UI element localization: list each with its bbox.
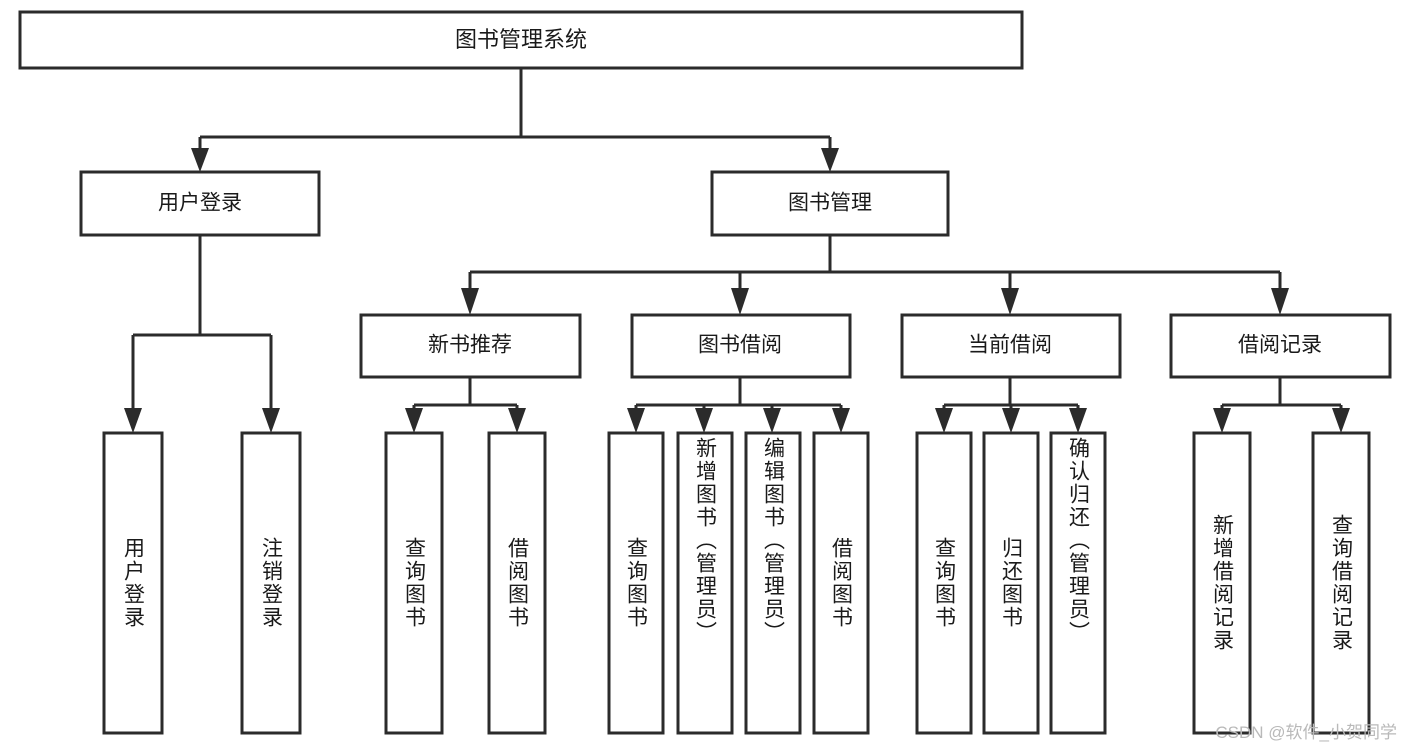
arrow-head-user-login-leaf1 <box>124 408 142 433</box>
arrow-head-current-borrow-l3 <box>1069 408 1087 433</box>
arrow-head-book-borrow-l2 <box>695 408 713 433</box>
node-user-login-box[interactable] <box>79 170 321 237</box>
node-root-label: 图书管理系统 <box>455 27 587 52</box>
arrow-head-new-book <box>461 288 479 315</box>
node-book-borrow-label: 图书借阅 <box>698 334 782 357</box>
leaf-box-book-borrow-1[interactable] <box>607 431 665 735</box>
arrow-head-book-mgmt <box>821 148 839 172</box>
node-book-borrow-box[interactable] <box>630 313 852 379</box>
leaf-box-new-book-1[interactable] <box>384 431 444 735</box>
node-user-login-label: 用户登录 <box>158 192 242 215</box>
node-new-book-recommend-box[interactable] <box>359 313 582 379</box>
node-new-book-recommend[interactable]: 新书推荐 <box>359 313 582 379</box>
connector-group-user-login <box>124 235 280 433</box>
connector-group-current-borrow <box>935 377 1087 433</box>
node-borrow-record[interactable]: 借阅记录 <box>1169 313 1392 379</box>
node-borrow-record-label: 借阅记录 <box>1238 334 1322 357</box>
connector-group-root <box>191 68 839 172</box>
leaf-box-current-borrow-1[interactable] <box>915 431 973 735</box>
arrow-head-current-borrow-l1 <box>935 408 953 433</box>
leaf-box-book-borrow-3[interactable] <box>744 431 802 735</box>
arrow-head-book-borrow-l1 <box>627 408 645 433</box>
node-new-book-recommend-label: 新书推荐 <box>428 334 512 357</box>
node-root[interactable]: 图书管理系统 <box>18 10 1024 70</box>
node-current-borrow-label: 当前借阅 <box>968 334 1052 357</box>
arrow-head-book-borrow-l3 <box>763 408 781 433</box>
node-book-borrow[interactable]: 图书借阅 <box>630 313 852 379</box>
leaf-box-user-login-2[interactable] <box>240 431 302 735</box>
arrow-head-borrow-record-l1 <box>1213 408 1231 433</box>
leaf-box-book-borrow-2[interactable] <box>676 431 734 735</box>
connector-group-book-borrow <box>627 377 850 433</box>
arrow-head-current-borrow <box>1001 288 1019 315</box>
leaf-box-current-borrow-3[interactable] <box>1049 431 1107 735</box>
connector-group-book-mgmt <box>461 235 1289 315</box>
arrow-head-current-borrow-l2 <box>1002 408 1020 433</box>
node-root-box[interactable] <box>18 10 1024 70</box>
connector-group-new-book <box>405 377 526 433</box>
node-borrow-record-box[interactable] <box>1169 313 1392 379</box>
leaf-box-borrow-record-1[interactable] <box>1192 431 1252 735</box>
arrow-head-user-login <box>191 148 209 172</box>
arrow-head-new-book-l2 <box>508 408 526 433</box>
node-book-management[interactable]: 图书管理 <box>710 170 950 237</box>
leaf-box-current-borrow-2[interactable] <box>982 431 1040 735</box>
node-current-borrow[interactable]: 当前借阅 <box>900 313 1122 379</box>
node-current-borrow-box[interactable] <box>900 313 1122 379</box>
arrow-head-new-book-l1 <box>405 408 423 433</box>
arrow-head-borrow-record <box>1271 288 1289 315</box>
arrow-head-user-login-leaf2 <box>262 408 280 433</box>
leaf-box-new-book-2[interactable] <box>487 431 547 735</box>
node-user-login[interactable]: 用户登录 <box>79 170 321 237</box>
leaf-box-book-borrow-4[interactable] <box>812 431 870 735</box>
node-book-management-label: 图书管理 <box>788 192 872 215</box>
arrow-head-book-borrow <box>731 288 749 315</box>
arrow-head-borrow-record-l2 <box>1332 408 1350 433</box>
leaf-box-user-login-1[interactable] <box>102 431 164 735</box>
connector-group-borrow-record <box>1213 377 1350 433</box>
node-book-management-box[interactable] <box>710 170 950 237</box>
leaf-box-borrow-record-2[interactable] <box>1311 431 1371 735</box>
arrow-head-book-borrow-l4 <box>832 408 850 433</box>
